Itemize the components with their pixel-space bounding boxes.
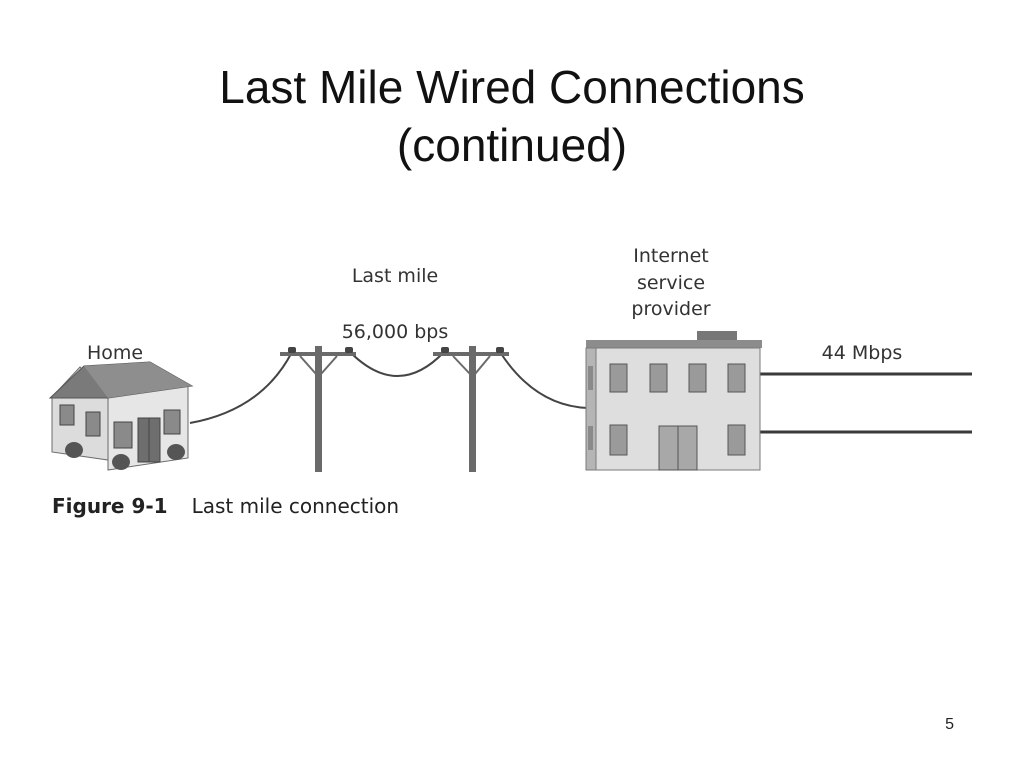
wire-pole-2-to-isp	[499, 351, 589, 409]
wires	[189, 351, 589, 424]
page-number: 5	[945, 716, 954, 733]
figure-number: Figure 9-1	[52, 494, 168, 518]
last-mile-label: Last mile	[352, 265, 438, 287]
wire-home-to-pole-1	[189, 351, 293, 424]
figure-caption-text: Last mile connection	[191, 494, 400, 518]
figure-caption: Figure 9-1 Last mile connection	[52, 494, 399, 518]
isp-label-line-3: provider	[631, 298, 710, 320]
isp-label-line-1: Internet	[633, 245, 708, 267]
slide-title-line-2: (continued)	[396, 119, 628, 171]
backbone-lines	[760, 372, 972, 434]
slide-title: Last Mile Wired Connections (continued)	[0, 58, 1024, 174]
last-mile-speed-label: 56,000 bps	[342, 321, 449, 343]
utility-pole-icon	[280, 346, 356, 472]
isp-building-icon	[585, 331, 762, 471]
home-label: Home	[87, 342, 143, 364]
isp-label-line-2: service	[637, 272, 705, 294]
wire-pole-1-to-pole-2	[349, 351, 445, 377]
house-icon	[48, 361, 194, 471]
utility-pole-icon	[433, 346, 509, 472]
slide-title-line-1: Last Mile Wired Connections	[219, 61, 805, 113]
backbone-speed-label: 44 Mbps	[822, 342, 903, 364]
